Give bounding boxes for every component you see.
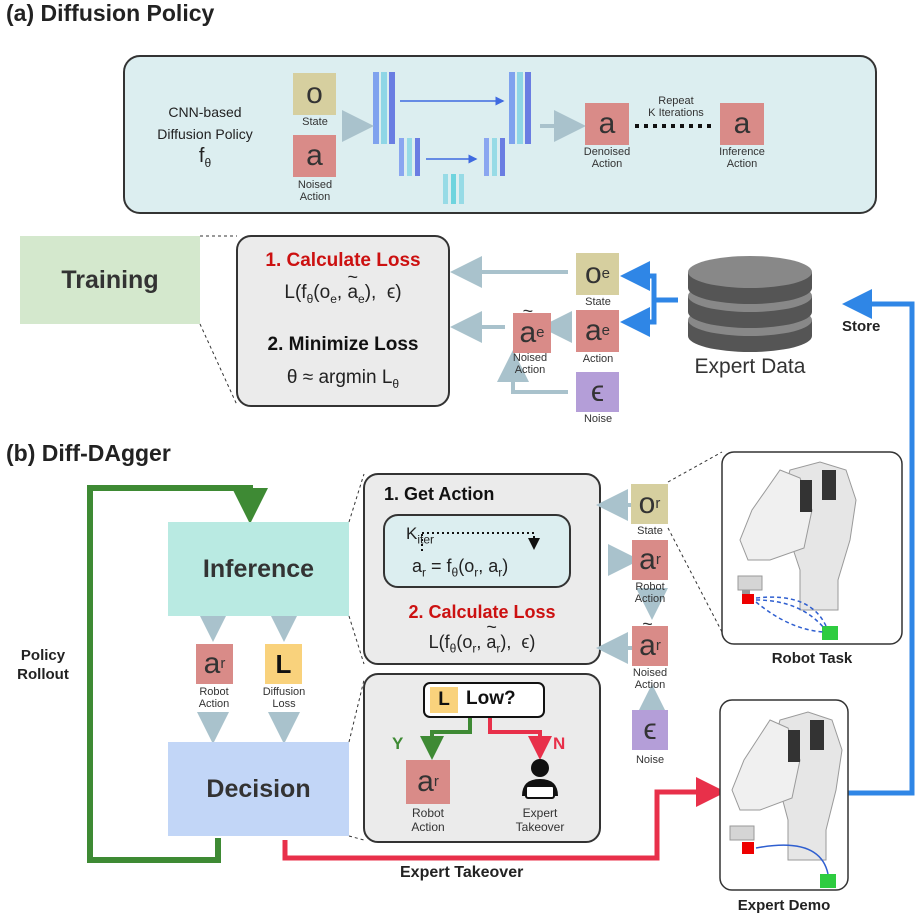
low-question-label: Low? (466, 688, 516, 709)
ar-noised-right-label: Noised Action (632, 667, 668, 691)
low-loss-L-box: L (430, 687, 458, 713)
robot-arm-image-demo (729, 711, 843, 888)
diffusion-loss-label: Diffusion Loss (262, 686, 306, 710)
inference-box: Inference (168, 522, 349, 616)
policy-rollout-label: Policy Rollout (17, 647, 69, 683)
noise-box: ϵ (576, 372, 619, 412)
ae-noised-label: Noised Action (512, 352, 548, 376)
noised-action-box: a (293, 135, 336, 177)
noise-right-label: Noise (635, 754, 665, 766)
ae-noised-box: ae (513, 302, 551, 353)
kiter-label: Kiter (406, 524, 435, 547)
no-label: N (553, 734, 566, 753)
inference-action-label: Inference Action (719, 146, 765, 170)
training-formula-panel (236, 235, 450, 407)
diffusion-loss-box: L (265, 644, 302, 684)
expert-data-icon (688, 256, 812, 352)
denoised-action-box: a (585, 103, 629, 145)
policy-label-line1: CNN-based (168, 104, 242, 120)
section-a-title: (a) Diffusion Policy (6, 0, 215, 26)
state-label: State (302, 116, 328, 128)
policy-description: CNN-based Diffusion Policy fθ (140, 101, 270, 170)
decision-robot-action-label: Robot Action (411, 806, 445, 834)
ar-right-label: Robot Action (634, 581, 666, 605)
calc-loss-formula: L(fθ(or, ar), ϵ) (364, 618, 600, 655)
oe-state-label: State (585, 296, 611, 308)
noised-action-label: Noised Action (297, 179, 333, 203)
expert-data-label: Expert Data (694, 355, 806, 378)
state-box: o (293, 73, 336, 115)
ae-action-label: Action (582, 353, 614, 365)
expert-demo-label: Expert Demo (737, 897, 831, 914)
expert-person-icon (522, 759, 558, 799)
training-step1-formula: L(fθ(oe, ae), ϵ) (237, 268, 449, 305)
robot-arm-image-task (737, 461, 857, 640)
training-step2-title: 2. Minimize Loss (267, 334, 419, 355)
inference-action-box: a (720, 103, 764, 145)
expert-takeover-arrow-label: Expert Takeover (400, 864, 524, 881)
policy-label-line2: Diffusion Policy (157, 126, 253, 142)
noise-right-box: ϵ (632, 710, 668, 750)
policy-symbol: fθ (198, 145, 212, 170)
get-action-title: 1. Get Action (384, 484, 495, 504)
store-label: Store (842, 318, 881, 335)
noise-label: Noise (583, 413, 613, 425)
training-step2-formula: θ ≈ argmin Lθ (286, 367, 400, 391)
or-state-label: State (637, 525, 663, 537)
denoised-action-label: Denoised Action (583, 146, 631, 170)
calc-loss-title: 2. Calculate Loss (408, 602, 556, 622)
repeat-k-iterations-label: Repeat K Iterations (648, 95, 704, 119)
ar-robot-action-label: Robot Action (198, 686, 230, 710)
expert-takeover-small-label: Expert Takeover (515, 806, 565, 834)
robot-task-label: Robot Task (771, 650, 853, 667)
unet-graphic (373, 72, 531, 204)
decision-box: Decision (168, 742, 349, 836)
section-b-title: (b) Diff-DAgger (6, 440, 171, 466)
ar-noised-right-box: ar (632, 615, 668, 666)
training-box: Training (20, 236, 200, 324)
training-step1-title: 1. Calculate Loss (265, 250, 421, 271)
yes-label: Y (392, 734, 404, 753)
get-action-formula: ar = fθ(or, ar) (412, 556, 509, 580)
